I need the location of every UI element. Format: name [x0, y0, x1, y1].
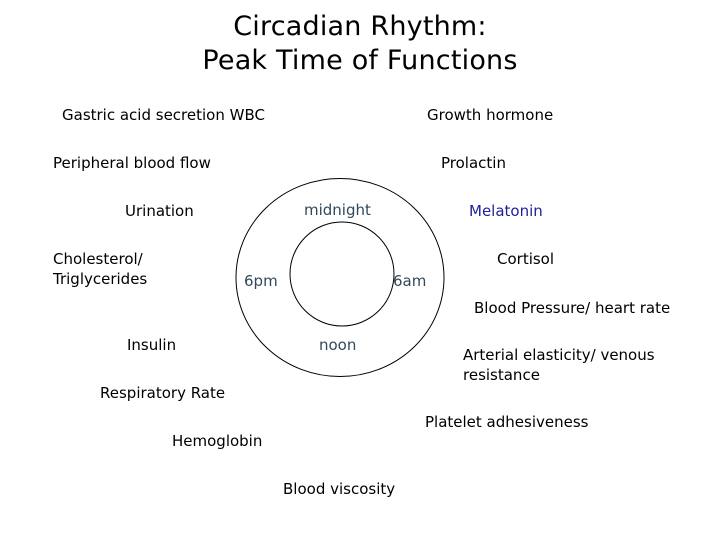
- function-label-respiratory-rate: Respiratory Rate: [100, 384, 226, 402]
- clock-label-6am: 6am: [393, 272, 427, 290]
- inner-circle: [289, 221, 395, 327]
- function-label-cholesterol-triglycerides: Cholesterol/ Triglycerides: [53, 249, 147, 289]
- page-title: Circadian Rhythm: Peak Time of Functions: [0, 10, 720, 78]
- clock-label-noon: noon: [319, 336, 357, 354]
- outer-circle: [235, 178, 445, 377]
- function-label-peripheral-blood-flow: Peripheral blood flow: [53, 154, 211, 172]
- function-label-prolactin: Prolactin: [441, 154, 506, 172]
- function-label-urination: Urination: [125, 202, 194, 220]
- function-label-cortisol: Cortisol: [497, 250, 555, 268]
- function-label-blood-pressure-heart-rate: Blood Pressure/ heart rate: [474, 299, 671, 317]
- function-label-cholesterol-line-2: Triglycerides: [53, 270, 148, 288]
- function-label-cholesterol-line-1: Cholesterol/: [53, 250, 143, 268]
- function-label-insulin: Insulin: [127, 336, 177, 354]
- title-line-2: Peak Time of Functions: [202, 45, 518, 76]
- circadian-clock-diagram: [235, 178, 445, 377]
- function-label-gastric-acid-secretion-wbc: Gastric acid secretion WBC: [62, 106, 265, 124]
- function-label-growth-hormone: Growth hormone: [427, 106, 554, 124]
- clock-label-midnight: midnight: [304, 201, 371, 219]
- function-label-blood-viscosity: Blood viscosity: [283, 480, 396, 498]
- function-label-platelet-adhesiveness: Platelet adhesiveness: [425, 413, 589, 431]
- title-line-1: Circadian Rhythm:: [233, 11, 487, 42]
- function-label-arterial-elasticity-venous-resistance: Arterial elasticity/ venous resistance: [463, 346, 655, 384]
- function-label-melatonin: Melatonin: [469, 202, 543, 220]
- function-label-hemoglobin: Hemoglobin: [172, 432, 263, 450]
- clock-label-6pm: 6pm: [244, 272, 278, 290]
